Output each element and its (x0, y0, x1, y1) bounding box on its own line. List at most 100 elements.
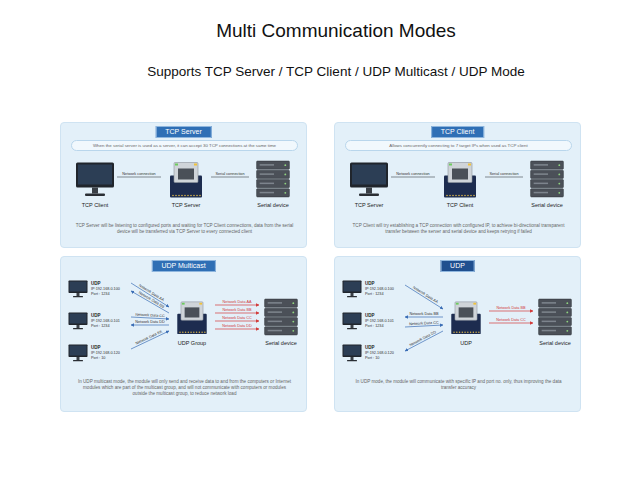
panel-heading-tab: TCP Server (155, 126, 211, 138)
monitor-stand (77, 325, 80, 328)
module-pin (172, 195, 174, 197)
module-pin (188, 331, 189, 332)
monitor-base (347, 328, 357, 329)
module-pin (178, 195, 180, 197)
serial-device: Serial device (259, 297, 303, 347)
address-text: IP:192.168.0.120 (91, 351, 131, 356)
monitor-frame (350, 163, 388, 188)
computer-text-column: UDPIP:192.168.0.120Port : 10 (365, 345, 405, 361)
module-illustration (169, 297, 215, 338)
connection-line (391, 177, 435, 178)
udp-computer: UDPIP:192.168.0.101Port : 1234 (341, 307, 405, 337)
address-text: Port : 10 (91, 356, 131, 361)
module-pin (467, 195, 469, 197)
rj45-jack (181, 302, 203, 320)
monitor-frame (69, 313, 88, 326)
panel-description: In UDP mode, the module will communicate… (349, 379, 568, 391)
rj45-opening (452, 169, 468, 180)
rack-slit (268, 330, 282, 332)
monitor-illustration (67, 344, 89, 363)
edge-label: Network Data DD (222, 324, 252, 329)
panel-description: TCP Client will try establishing a TCP c… (349, 223, 568, 235)
monitor-stand (351, 357, 354, 360)
module-pin (446, 195, 448, 197)
udp-computer: UDPIP:192.168.0.100Port : 1234 (341, 275, 405, 305)
monitor-base (85, 194, 105, 197)
module-pin (182, 331, 183, 332)
rack-led (284, 164, 286, 166)
panel-heading-tab: TCP Client (431, 126, 485, 138)
rack-unit (539, 327, 572, 335)
rack-led (566, 330, 568, 332)
monitor-illustration (341, 312, 363, 331)
rack-led (566, 321, 568, 323)
rack-unit (531, 180, 564, 188)
rack-unit (539, 308, 572, 316)
computer-node: TCP Server (347, 161, 391, 209)
monitor-illustration (67, 312, 89, 331)
serial-device: Serial device (533, 297, 577, 347)
module-pin (473, 195, 475, 197)
module-pin (467, 331, 468, 332)
address-text: Port : 1234 (365, 292, 405, 297)
module-illustration (435, 159, 485, 200)
device-label: Serial device (239, 201, 307, 209)
rack-slit (542, 321, 556, 323)
device-label: Serial device (523, 339, 587, 347)
panel-description: In UDP multicast mode, the module will o… (75, 379, 294, 398)
computer-text-column: UDPIP:192.168.0.100Port : 1234 (365, 281, 405, 297)
protocol-name: UDP (365, 281, 405, 287)
rack-unit (265, 327, 298, 335)
edge-label: Network Data CC (409, 320, 439, 326)
monitor-base (73, 296, 83, 297)
protocol-name: UDP (91, 345, 131, 351)
protocol-name: UDP (91, 281, 131, 287)
rack-led (284, 192, 286, 194)
monitor-screen (70, 314, 87, 324)
rack-led (292, 330, 294, 332)
rack-slit (542, 311, 556, 313)
module-pin (184, 195, 186, 197)
rack-unit (265, 299, 298, 307)
server-rack-illustration (259, 297, 303, 338)
computer-text-column: UDPIP:192.168.0.101Port : 1234 (365, 313, 405, 329)
monitor-screen (78, 165, 112, 185)
monitor-frame (343, 345, 362, 358)
device-label: TCP Client (425, 201, 495, 209)
note-text: When the serial server is used as a serv… (93, 143, 276, 149)
rack-slit (534, 164, 548, 166)
data-flow-arrow (405, 317, 443, 318)
rack-slit (260, 173, 274, 175)
data-flow-arrow (215, 313, 259, 314)
rack-unit (539, 299, 572, 307)
monitor-base (73, 360, 83, 361)
rj45-opening (178, 169, 194, 180)
rack-slit (542, 330, 556, 332)
monitor-illustration (341, 344, 363, 363)
serial-server-module: TCP Client (435, 159, 485, 209)
device-label: UDP (433, 339, 499, 347)
data-flow-arrow (489, 323, 533, 324)
data-flow-arrow (405, 331, 443, 351)
rack-led (566, 311, 568, 313)
edge-label: Network Data BB (222, 308, 251, 313)
edge-label: Network Data BB (496, 306, 525, 311)
data-flow-arrow (131, 325, 169, 326)
rack-led (292, 302, 294, 304)
panel-heading-tab: UDP Multicast (151, 260, 215, 272)
address-text: IP:192.168.0.101 (365, 319, 405, 324)
protocol-name: UDP (365, 345, 405, 351)
module-pin (204, 331, 205, 332)
mode-panel: UDP Multicast In UDP multicast mode, the … (60, 256, 307, 412)
rack-led (566, 302, 568, 304)
module-illustration (161, 159, 211, 200)
address-text: Port : 1234 (91, 292, 131, 297)
rj45-jack (448, 163, 472, 183)
connection-line (485, 177, 523, 178)
edge-label: Network Data CC (135, 312, 165, 318)
rack-led (284, 173, 286, 175)
address-text: IP:192.168.0.120 (365, 351, 405, 356)
module-pin (190, 195, 192, 197)
status-led (175, 164, 178, 166)
note-box: When the serial server is used as a serv… (71, 140, 298, 151)
